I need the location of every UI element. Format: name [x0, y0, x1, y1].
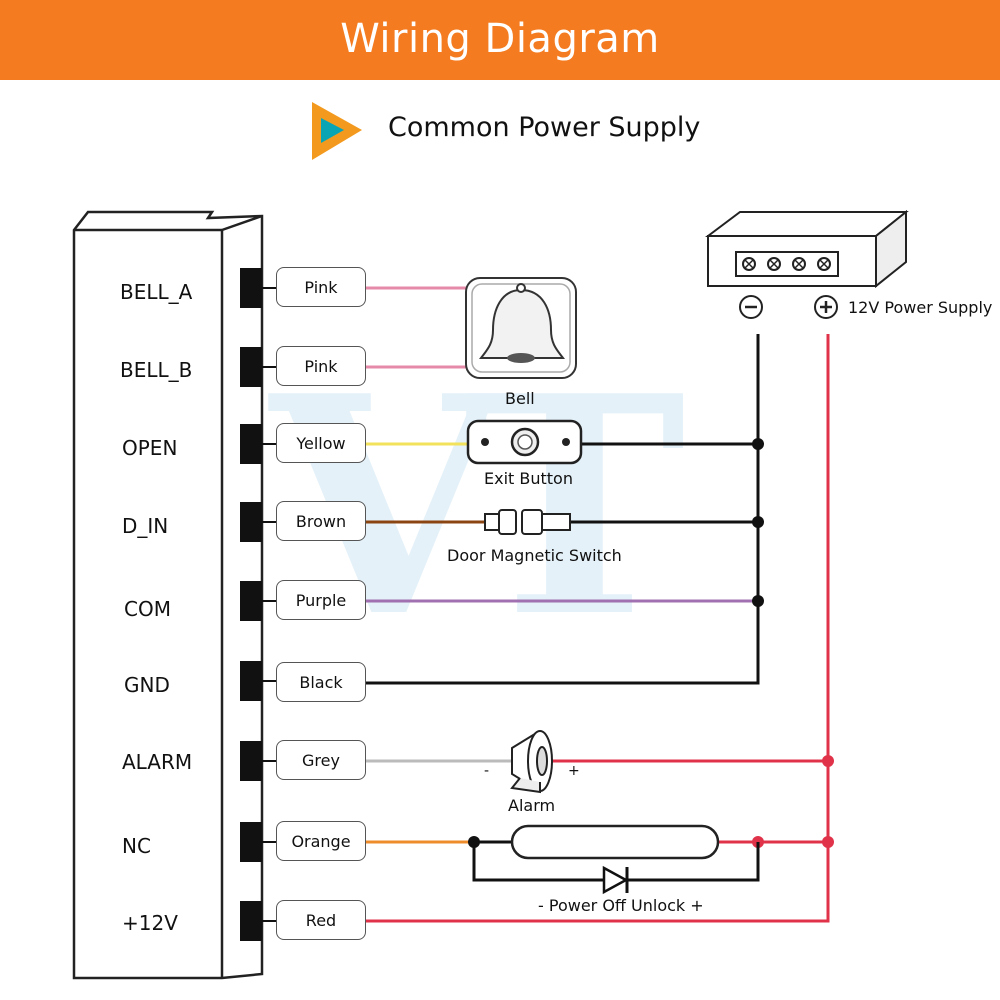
terminal-label: GND [124, 673, 170, 697]
terminal-label: NC [122, 834, 151, 858]
wire-label-grey: Grey [276, 740, 366, 780]
lock-caption: - Power Off Unlock + [538, 896, 704, 915]
door-switch-caption: Door Magnetic Switch [447, 546, 622, 565]
bell-icon [465, 277, 577, 379]
wire-label-yellow: Yellow [276, 423, 366, 463]
exit-button-caption: Exit Button [484, 469, 573, 488]
exit-button-icon [466, 419, 583, 465]
alarm-caption: Alarm [508, 796, 556, 815]
alarm-plus-label: + [568, 763, 580, 779]
terminal-label: ALARM [122, 750, 193, 774]
wire-label-red: Red [276, 900, 366, 940]
power-supply-icon [705, 209, 909, 319]
terminal-blocks [240, 268, 262, 941]
siren-icon [510, 730, 553, 794]
diode-icon [602, 865, 629, 895]
wire-label-purple: Purple [276, 580, 366, 620]
wire-label-black: Black [276, 662, 366, 702]
page-title: Wiring Diagram [340, 16, 660, 62]
header-banner [0, 0, 1000, 80]
wire-label-brown: Brown [276, 501, 366, 541]
wire-label-pink: Pink [276, 346, 366, 386]
terminal-label: OPEN [122, 436, 178, 460]
terminal-label: COM [124, 597, 171, 621]
terminal-label: BELL_B [120, 358, 193, 382]
alarm-minus-label: - [484, 763, 490, 779]
junction-dots [468, 438, 834, 848]
lock-icon [472, 824, 760, 882]
power-supply-caption: 12V Power Supply [848, 298, 993, 317]
section-title: Common Power Supply [388, 112, 701, 143]
terminal-label: +12V [122, 911, 178, 935]
terminal-label: D_IN [122, 514, 169, 538]
wire-black [366, 334, 760, 685]
magnetic-switch-icon [484, 509, 571, 535]
bell-caption: Bell [505, 389, 535, 408]
wire-label-orange: Orange [276, 821, 366, 861]
controller-body [72, 210, 264, 980]
wire-red [366, 334, 830, 923]
terminal-label: BELL_A [120, 280, 193, 304]
wire-label-pink: Pink [276, 267, 366, 307]
